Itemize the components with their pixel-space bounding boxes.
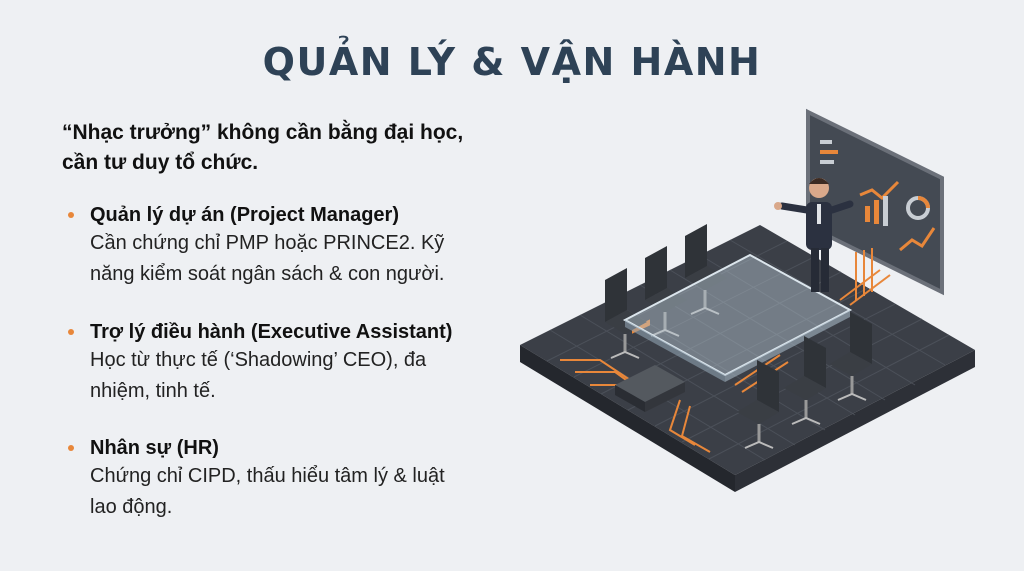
bullet-dot-icon <box>68 445 74 451</box>
page-title: QUẢN LÝ & VẬN HÀNH <box>262 40 762 84</box>
console-side <box>615 385 645 412</box>
glass-table-edge <box>625 320 725 382</box>
console-top <box>615 365 685 402</box>
list-item-heading: Trợ lý điều hành (Executive Assistant) <box>90 321 453 343</box>
list-item: Nhân sự (HR) Chứng chỉ CIPD, thấu hiểu t… <box>68 435 508 523</box>
bullet-dot-icon <box>68 329 74 335</box>
chair-group <box>737 312 872 449</box>
circuit-traces <box>560 269 891 453</box>
list-item-heading: Quản lý dự án (Project Manager) <box>90 204 399 226</box>
upward-arrows <box>855 248 873 300</box>
console-side <box>645 382 685 412</box>
list-item-body: Cần chứng chỉ PMP hoặc PRINCE2. Kỹ năng … <box>90 232 445 285</box>
floor-left-side <box>520 345 735 492</box>
presenter-figure <box>774 178 854 292</box>
boardroom-illustration <box>520 108 975 492</box>
list-item-body: Học từ thực tế (‘Shadowing’ CEO), đa nhi… <box>90 349 427 402</box>
list-item-heading: Nhân sự (HR) <box>90 437 219 459</box>
list-item-body: Chứng chỉ CIPD, thấu hiểu tâm lý & luật … <box>90 465 445 518</box>
boardroom-presentation-icon <box>520 100 990 540</box>
list-item: Quản lý dự án (Project Manager) Cần chứn… <box>68 202 508 290</box>
list-item: Trợ lý điều hành (Executive Assistant) H… <box>68 319 508 407</box>
intro-text: “Nhạc trưởng” không cần bằng đại học, cầ… <box>62 121 464 174</box>
floor-right-side <box>735 350 975 492</box>
screen-charts <box>820 140 936 252</box>
glass-table-edge <box>725 310 850 382</box>
bullet-dot-icon <box>68 212 74 218</box>
